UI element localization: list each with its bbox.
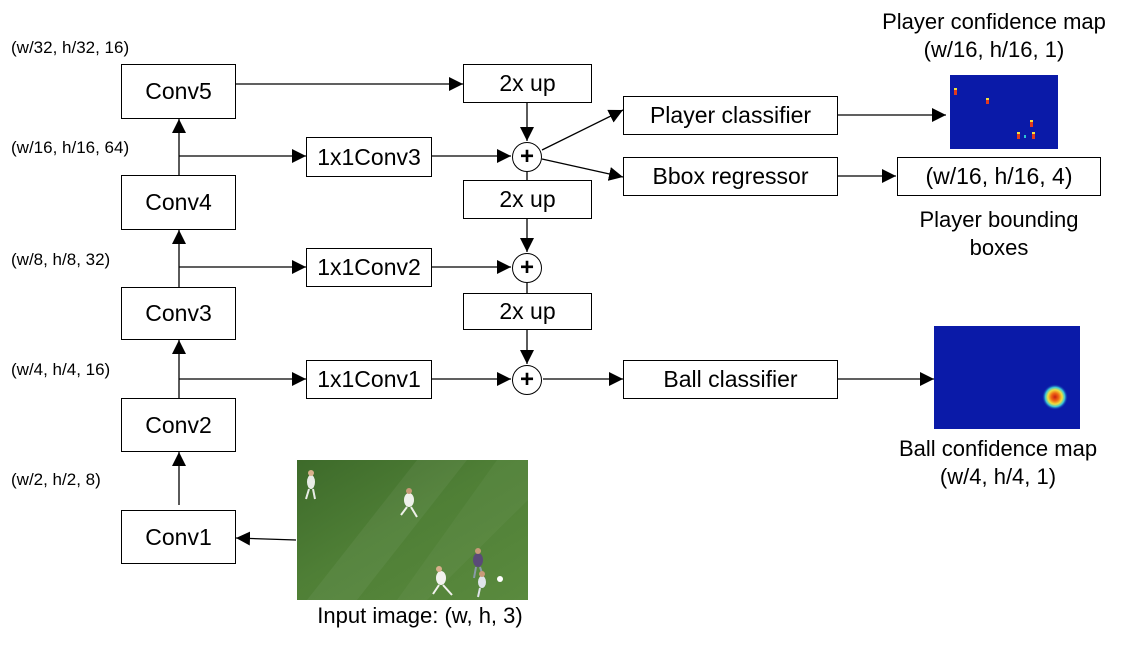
ball-heatmap-spot [1042,384,1068,410]
conv1-block: Conv1 [121,510,236,564]
conv1-dims: (w/2, h/2, 8) [11,470,101,489]
conv1-label: Conv1 [145,523,212,550]
player-figure-2 [400,488,418,518]
1x1conv1-block: 1x1Conv1 [306,360,432,399]
ball [497,576,503,582]
ball-map-title: Ball confidence map [898,436,1098,461]
1x1conv2-label: 1x1Conv2 [317,254,421,280]
2xup-top-block: 2x up [463,64,592,103]
1x1conv2-block: 1x1Conv2 [306,248,432,287]
ball-confidence-heatmap [934,326,1080,429]
player-map-caption: Player confidence map (w/16, h/16, 1) [855,8,1133,64]
conv2-block: Conv2 [121,398,236,452]
player-boxes-line2: boxes [969,235,1029,260]
2xup-low-label: 2x up [499,298,556,324]
2xup-low-block: 2x up [463,293,592,330]
bbox-output-label: (w/16, h/16, 4) [925,163,1073,189]
sum-node-low: + [512,365,542,395]
player-boxes-line1: Player bounding [919,207,1079,232]
2xup-mid-block: 2x up [463,180,592,219]
ball-map-dims: (w/4, h/4, 1) [939,464,1057,489]
player-figure-3 [473,548,484,579]
ball-classifier-label: Ball classifier [663,366,798,392]
ball-classifier-block: Ball classifier [623,360,838,399]
player-confidence-heatmap [950,75,1058,149]
player-heatmap-spots [954,88,1035,139]
player-figure-1 [305,470,316,500]
input-image [297,460,528,600]
conv4-dims: (w/16, h/16, 64) [11,138,130,157]
conv3-label: Conv3 [145,300,212,326]
sum-node-top: + [512,142,542,172]
arrow-input-conv1 [235,531,297,546]
player-figure-5 [477,571,486,598]
conv3-dims: (w/8, h/8, 32) [11,250,111,269]
player-classifier-label: Player classifier [649,102,812,128]
player-map-dims: (w/16, h/16, 1) [923,37,1065,62]
conv5-dims: (w/32, h/32, 16) [11,38,130,57]
conv2-dims: (w/4, h/4, 16) [11,360,111,379]
arrow-sum-player-classifier [541,109,624,151]
1x1conv3-block: 1x1Conv3 [306,137,432,177]
arrow-sum-bbox-regressor [541,158,624,181]
player-map-title: Player confidence map [882,9,1106,34]
player-boxes-caption: Player bounding boxes [880,206,1118,262]
ball-map-caption: Ball confidence map (w/4, h/4, 1) [870,435,1126,491]
sum-node-mid: + [512,253,542,283]
player-figure-4 [432,566,453,596]
2xup-mid-label: 2x up [499,186,556,212]
sum-mid-symbol: + [519,254,534,281]
bbox-output-block: (w/16, h/16, 4) [897,157,1101,196]
input-image-caption: Input image: (w, h, 3) [317,603,523,628]
sum-top-symbol: + [519,143,534,170]
bbox-regressor-block: Bbox regressor [623,157,838,196]
conv4-block: Conv4 [121,175,236,230]
player-classifier-block: Player classifier [623,96,838,135]
bbox-regressor-label: Bbox regressor [652,163,809,189]
conv4-label: Conv4 [145,189,212,215]
pitch-scene [297,460,528,600]
1x1conv3-label: 1x1Conv3 [317,143,421,170]
sum-low-symbol: + [519,366,534,393]
conv2-label: Conv2 [145,411,212,438]
1x1conv1-label: 1x1Conv1 [317,366,421,392]
2xup-top-label: 2x up [499,70,556,96]
conv3-block: Conv3 [121,287,236,340]
conv5-label: Conv5 [145,78,212,104]
conv5-block: Conv5 [121,64,236,119]
